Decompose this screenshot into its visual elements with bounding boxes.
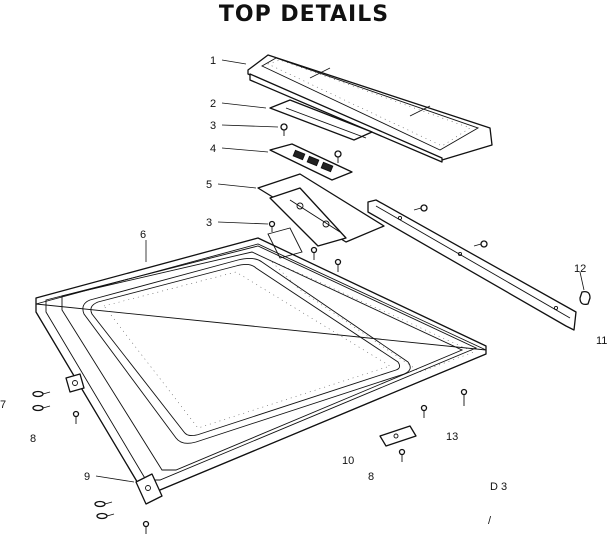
callout-6: 6 xyxy=(140,229,146,241)
leader-lines xyxy=(95,59,585,483)
part-6-top-panel xyxy=(35,227,487,491)
callout-3-upper: 3 xyxy=(210,120,216,132)
part-8-screws-right xyxy=(398,404,428,462)
callout-13: 13 xyxy=(446,431,458,443)
part-7-screws xyxy=(32,390,51,412)
page-mark: / xyxy=(488,515,492,527)
part-8-hinge-left xyxy=(65,373,85,424)
callout-12: 12 xyxy=(574,263,586,275)
page-code: D 3 xyxy=(490,481,507,493)
callout-1: 1 xyxy=(210,55,216,67)
part-11-side-rail xyxy=(367,199,577,331)
callout-5: 5 xyxy=(206,179,212,191)
part-10-latch-bracket xyxy=(379,425,417,447)
part-9-hinge-lower xyxy=(94,473,163,534)
part-3-screw-upper xyxy=(280,123,288,136)
part-5-mounting-bracket xyxy=(257,173,385,247)
diagram-title: TOP DETAILS xyxy=(218,2,390,27)
callout-11: 11 xyxy=(596,335,607,347)
callout-8-right: 8 xyxy=(368,471,374,483)
callout-9: 9 xyxy=(84,471,90,483)
part-1-console-housing xyxy=(247,54,493,163)
part-4-screw xyxy=(334,150,342,163)
part-3-screws-lower xyxy=(268,220,342,272)
callout-3-lower: 3 xyxy=(206,217,212,229)
part-2-strip xyxy=(269,99,373,141)
part-11-screws xyxy=(413,204,488,248)
callout-2: 2 xyxy=(210,98,216,110)
callout-7: 7 xyxy=(0,399,6,411)
callout-10: 10 xyxy=(342,455,354,467)
callout-8-left: 8 xyxy=(30,433,36,445)
part-4-switch-panel xyxy=(269,143,353,181)
part-13-screw xyxy=(460,388,468,406)
part-12-clip xyxy=(579,290,591,306)
callout-4: 4 xyxy=(210,143,216,155)
